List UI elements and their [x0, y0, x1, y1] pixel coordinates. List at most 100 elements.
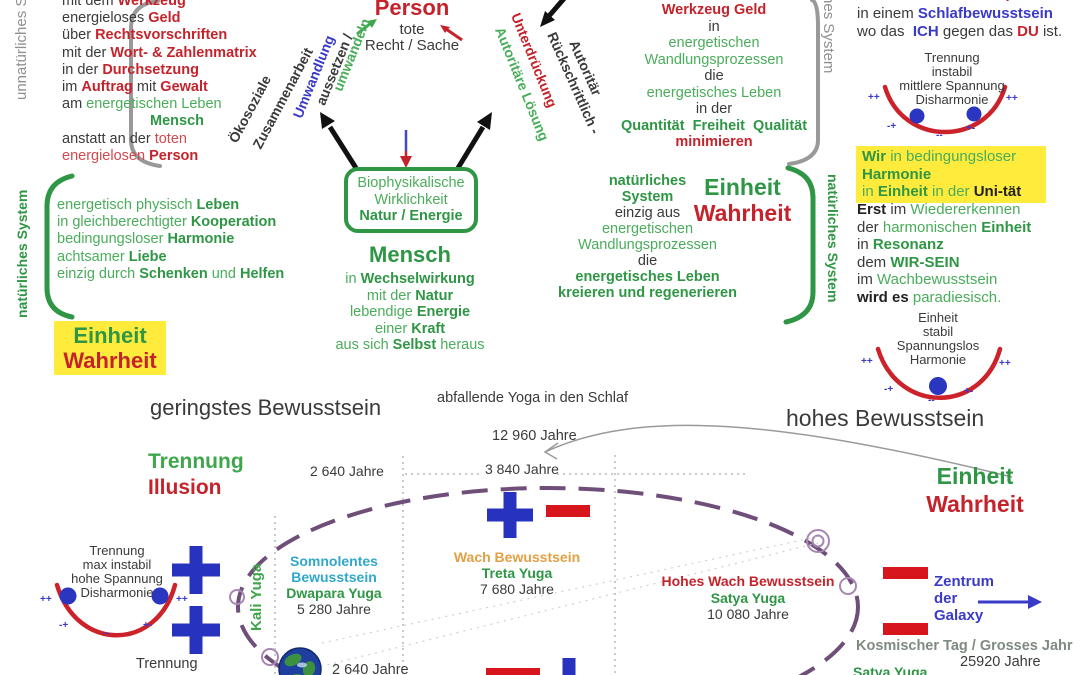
nature-box-line1: Biophysikalische [357, 175, 465, 191]
text-line: in einem Schlafbewusstsein [857, 5, 1062, 23]
nature-reality-box: Biophysikalische Wirklichkeit Natur / En… [344, 167, 478, 233]
text-line: energetisches Leben [610, 85, 818, 102]
text-seg: Treta Yuga [481, 565, 553, 581]
text-line: Somnolentes [274, 553, 394, 569]
text-line: in der [610, 101, 818, 118]
text-seg: mit der [62, 44, 111, 61]
text-seg: Disharmonie [80, 585, 154, 600]
text-seg: Kraft [411, 320, 446, 337]
text-seg: energetisches Leben [575, 269, 720, 285]
text-seg: Gewalt [160, 79, 208, 96]
text-seg: in [708, 18, 720, 35]
text-seg: Kooperation [190, 214, 277, 231]
mark-plus-plus: ++ [176, 594, 188, 605]
earth-globe [278, 647, 322, 675]
text-line: in der Durchsetzung [62, 62, 257, 79]
text-seg: Liebe [128, 248, 167, 265]
text-seg: Zentrum [934, 573, 994, 590]
text-line: Wach Bewusstsein [443, 549, 591, 565]
text-line: Dwapara Yuga [274, 585, 394, 601]
text-line: Wandlungsprozessen [530, 237, 765, 253]
wahrheit-label-right: Wahrheit [926, 491, 1024, 517]
text-line: energetisches Leben [530, 269, 765, 285]
text-seg: im [62, 79, 82, 96]
black-arrow-up-right [455, 112, 492, 170]
text-seg: achtsamer [57, 248, 129, 265]
text-line: 5 280 Jahre [274, 601, 394, 617]
wahrheit-label: Wahrheit [63, 348, 157, 373]
text-line: Hohes Wach Bewusstsein [658, 573, 838, 590]
text-seg: Schenken [139, 265, 208, 282]
text-line: achtsamer Liebe [57, 249, 284, 266]
kosmischer-tag-label: Kosmischer Tag / Grosses Jahr [856, 638, 1073, 654]
text-line: Werkzeug Geld [610, 2, 818, 19]
text-line: der [934, 590, 994, 607]
text-line: in Resonanz [857, 236, 1031, 254]
geringstes-bewusstsein-label: geringstes Bewusstsein [150, 395, 382, 420]
text-seg: Helfen [239, 265, 285, 282]
text-seg: mit der [366, 287, 416, 304]
text-seg: 10 080 Jahre [707, 606, 789, 622]
black-arrow-top-clipped [540, 0, 567, 27]
mark-minus-minus: -- [928, 395, 935, 406]
text-seg: Wach Bewusstsein [453, 549, 581, 565]
mark-plus-plus: ++ [40, 594, 52, 605]
text-seg: in bedingungsloser [890, 148, 1017, 165]
text-seg: Resonanz [872, 236, 944, 253]
text-seg: im [890, 201, 911, 218]
text-seg: Natur [415, 287, 454, 304]
text-line: energetisch physisch Leben [57, 197, 284, 214]
text-seg: aus sich [335, 337, 393, 353]
wahrheit-label-mid: Wahrheit [693, 200, 792, 226]
ball-stable-center [929, 377, 947, 395]
text-seg: ist. [1038, 23, 1063, 40]
text-line: mit der Natur [320, 288, 500, 305]
text-seg: Disharmonie [915, 92, 989, 107]
text-line: Trennung [42, 544, 192, 558]
text-seg: Erst [857, 201, 891, 218]
text-seg: minimieren [675, 134, 753, 150]
text-line: Wir in bedingungsloser [862, 148, 1040, 166]
text-seg: Wandlungsprozessen [578, 237, 717, 253]
text-line: Disharmonie [877, 93, 1027, 107]
text-line: dem WIR-SEIN [857, 254, 1031, 272]
text-line: Trennung [877, 51, 1027, 65]
text-seg: Satya Yuga [710, 589, 786, 606]
text-seg: Spannungslos [896, 338, 980, 353]
text-seg: die [637, 253, 658, 269]
side-label-natural-right: natürliches System [825, 174, 841, 303]
text-line: minimieren [610, 134, 818, 151]
text-seg: Rechtsvorschriften [95, 27, 228, 44]
text-line: über Rechtsvorschriften [62, 27, 257, 44]
text-line: energielosen Person [62, 148, 257, 165]
mark-plus-plus: ++ [868, 92, 880, 103]
text-seg: energetisch physisch [57, 197, 197, 213]
text-seg: stabil [922, 324, 954, 339]
text-seg: mit dem [62, 0, 118, 9]
text-seg: Wandlungsprozessen [644, 51, 784, 68]
text-seg: Dwapara Yuga [286, 585, 382, 601]
text-seg: 5 280 Jahre [297, 601, 371, 617]
text-line: in gleichberechtigter Kooperation [57, 214, 284, 231]
text-seg: instabil [931, 64, 973, 79]
text-seg: ICH [912, 23, 939, 40]
mensch-title: Mensch [369, 242, 451, 267]
text-seg: der [857, 218, 883, 236]
einheit-wahrheit-left-box: Einheit Wahrheit [54, 321, 166, 375]
text-seg: in gleichberechtigter [57, 214, 191, 231]
text-seg: in [345, 271, 361, 287]
text-seg: einer [374, 320, 412, 337]
einheit-label-right: Einheit [936, 463, 1014, 489]
text-seg: über [62, 27, 96, 44]
clipped-top-line: im währenden Kampf [868, 0, 1020, 3]
side-label-unnatural-right: unnatürliches System [820, 0, 837, 74]
text-line: Bewusstsein [274, 569, 394, 585]
text-seg: kreieren und regenerieren [558, 285, 737, 301]
text-seg: Trennung [89, 543, 145, 558]
text-seg: Bewusstsein [291, 569, 377, 585]
